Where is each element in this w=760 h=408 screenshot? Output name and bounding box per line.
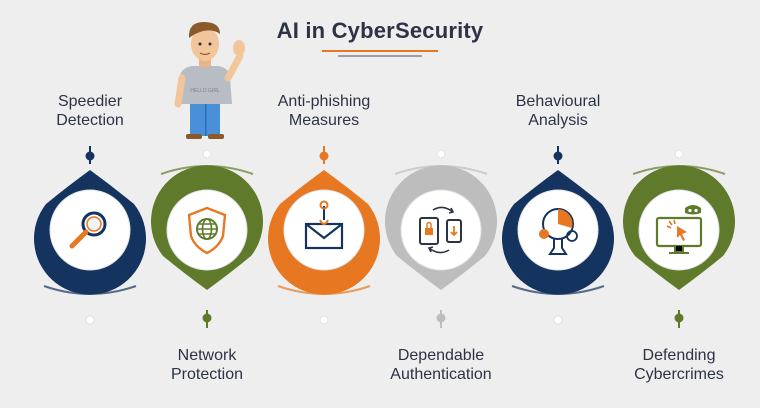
step-connector-dot: [319, 151, 329, 161]
mascot-shirt-text: HELLO GIRL: [190, 88, 220, 94]
step-spare-dot: [85, 315, 95, 325]
hacker-monitor-icon: [655, 205, 703, 254]
globe-shield-icon: [187, 206, 227, 255]
step-5: [502, 146, 615, 325]
step-2: [151, 149, 264, 328]
step-spare-dot: [436, 149, 446, 159]
step-1: [34, 146, 147, 325]
step-connector-dot: [436, 313, 446, 323]
step-spare-dot: [674, 149, 684, 159]
title-underline-orange: [322, 50, 438, 52]
step-label-4: Dependable Authentication: [390, 347, 492, 383]
mascot-hair: [188, 22, 220, 38]
step-3: [268, 146, 380, 325]
step-spare-dot: [553, 315, 563, 325]
mascot-shirt: [178, 66, 232, 104]
mascot-head: [191, 27, 219, 61]
step-connector-dot: [202, 313, 212, 323]
step-6: [623, 149, 735, 328]
step-inner-circle: [400, 189, 482, 271]
analytics-head-icon: [539, 208, 578, 255]
phishing-email-icon: [304, 200, 344, 250]
step-inner-circle: [517, 189, 599, 271]
step-connector-dot: [674, 313, 684, 323]
step-label-1: Speedier Detection: [56, 93, 124, 129]
step-4: [385, 149, 498, 328]
step-connector-dot: [553, 151, 563, 161]
mascot-waving-hand: [233, 40, 245, 56]
step-label-3: Anti-phishing Measures: [277, 93, 371, 129]
step-label-6: Defending Cybercrimes: [634, 347, 724, 383]
magnifier-icon: [69, 211, 107, 249]
device-authentication-icon: [419, 206, 462, 254]
step-label-5: Behavioural Analysis: [515, 93, 601, 129]
step-connector-dot: [85, 151, 95, 161]
step-label-2: Network Protection: [170, 347, 244, 383]
step-spare-dot: [319, 315, 329, 325]
mascot-figure: HELLO GIRL: [174, 22, 245, 139]
page-title: AI in CyberSecurity: [276, 18, 484, 43]
step-spare-dot: [202, 149, 212, 159]
step-inner-circle: [166, 189, 248, 271]
step-inner-circle: [283, 189, 365, 271]
title-underline-grey: [338, 55, 422, 57]
